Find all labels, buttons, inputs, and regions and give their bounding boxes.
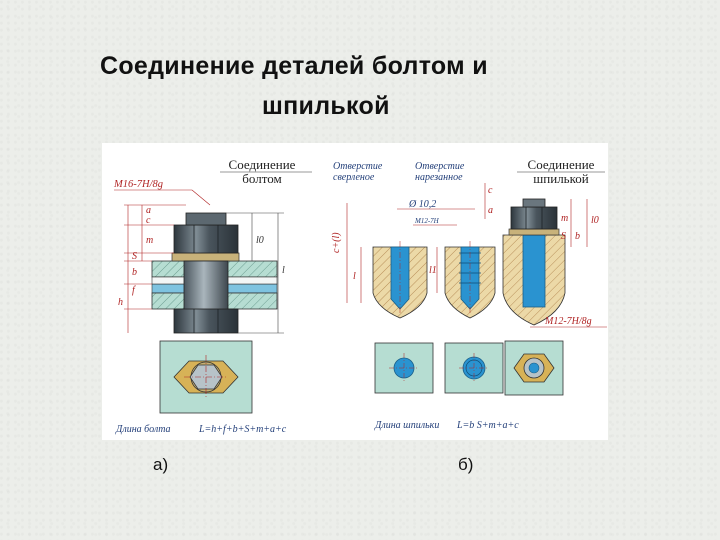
threaded-hole-label-2: нарезанное (415, 172, 463, 183)
drilled-hole-section (372, 241, 428, 319)
threaded-hole-section (444, 241, 496, 319)
dim-l0-label: l0 (256, 235, 264, 246)
bolt-heading-1: Соединение (229, 157, 296, 172)
dim-s-label: S (132, 251, 137, 262)
dim-b-label: b (132, 267, 137, 278)
hole-diameter-label: Ø 10,2 (408, 199, 436, 210)
dim-a-label-b: a (488, 205, 493, 216)
dim-f-label: f (132, 285, 136, 296)
hole-thread-label: M12-7H (414, 217, 440, 225)
stud-length-caption: Длина шпильки (374, 420, 439, 431)
dim-b-label-b: b (575, 231, 580, 242)
stud-dimensions (346, 183, 588, 303)
dim-s-label-b: S (561, 231, 566, 242)
dim-c-label: c (146, 215, 151, 226)
bolt-plan-view (159, 340, 253, 414)
dim-l0-label-b: l0 (591, 215, 599, 226)
title-line-1: Соединение деталей болтом и (100, 52, 488, 80)
title-line-2: шпилькой (262, 92, 390, 120)
dim-l-label: l (282, 265, 285, 276)
stud-length-formula: L=b S+m+a+c (456, 420, 519, 431)
threaded-hole-label-1: Отверстие (415, 161, 465, 172)
bolt-dimensions-right (226, 212, 284, 334)
dim-c-plus-l-label: c+(l) (331, 232, 342, 253)
bolt-heading-2: болтом (242, 171, 281, 186)
stud-heading-1: Соединение (528, 157, 595, 172)
bolt-dimensions-left (124, 204, 186, 333)
stud-connection-drawing: Отверстие сверленое Отверстие нарезанное… (325, 143, 608, 440)
bolt-connection-drawing: Соединение болтом M16-7H/8g (102, 143, 325, 440)
caption-a: а) (153, 455, 169, 474)
dim-l1-label: l1 (429, 265, 437, 276)
bolt-length-caption: Длина болта (115, 424, 171, 435)
bolt-head (173, 308, 239, 334)
dim-m-label-b: m (561, 213, 568, 224)
bolt-thread-label: M16-7H/8g (113, 179, 163, 190)
dim-c-label-b: c (488, 185, 493, 196)
stud-heading-2: шпилькой (533, 171, 588, 186)
stud-thread-label: M12-7H/8g (544, 316, 592, 327)
dim-a-label: a (146, 205, 151, 216)
bolt-nut (173, 212, 239, 254)
caption-b: б) (458, 455, 474, 474)
drilled-hole-label-2: сверленое (333, 172, 375, 183)
dim-m-label: m (146, 235, 153, 246)
stud-drawing-svg: Отверстие сверленое Отверстие нарезанное… (331, 157, 607, 431)
dim-h-label: h (118, 297, 123, 308)
stud-assembly (502, 198, 566, 326)
dim-l-label-b: l (353, 271, 356, 282)
bolt-length-formula: L=h+f+b+S+m+a+c (198, 424, 287, 435)
bolt-washer (171, 252, 240, 262)
drilled-hole-label-1: Отверстие (333, 161, 383, 172)
bolt-drawing-svg: Соединение болтом M16-7H/8g (113, 157, 312, 435)
stud-plan-views (374, 340, 564, 396)
